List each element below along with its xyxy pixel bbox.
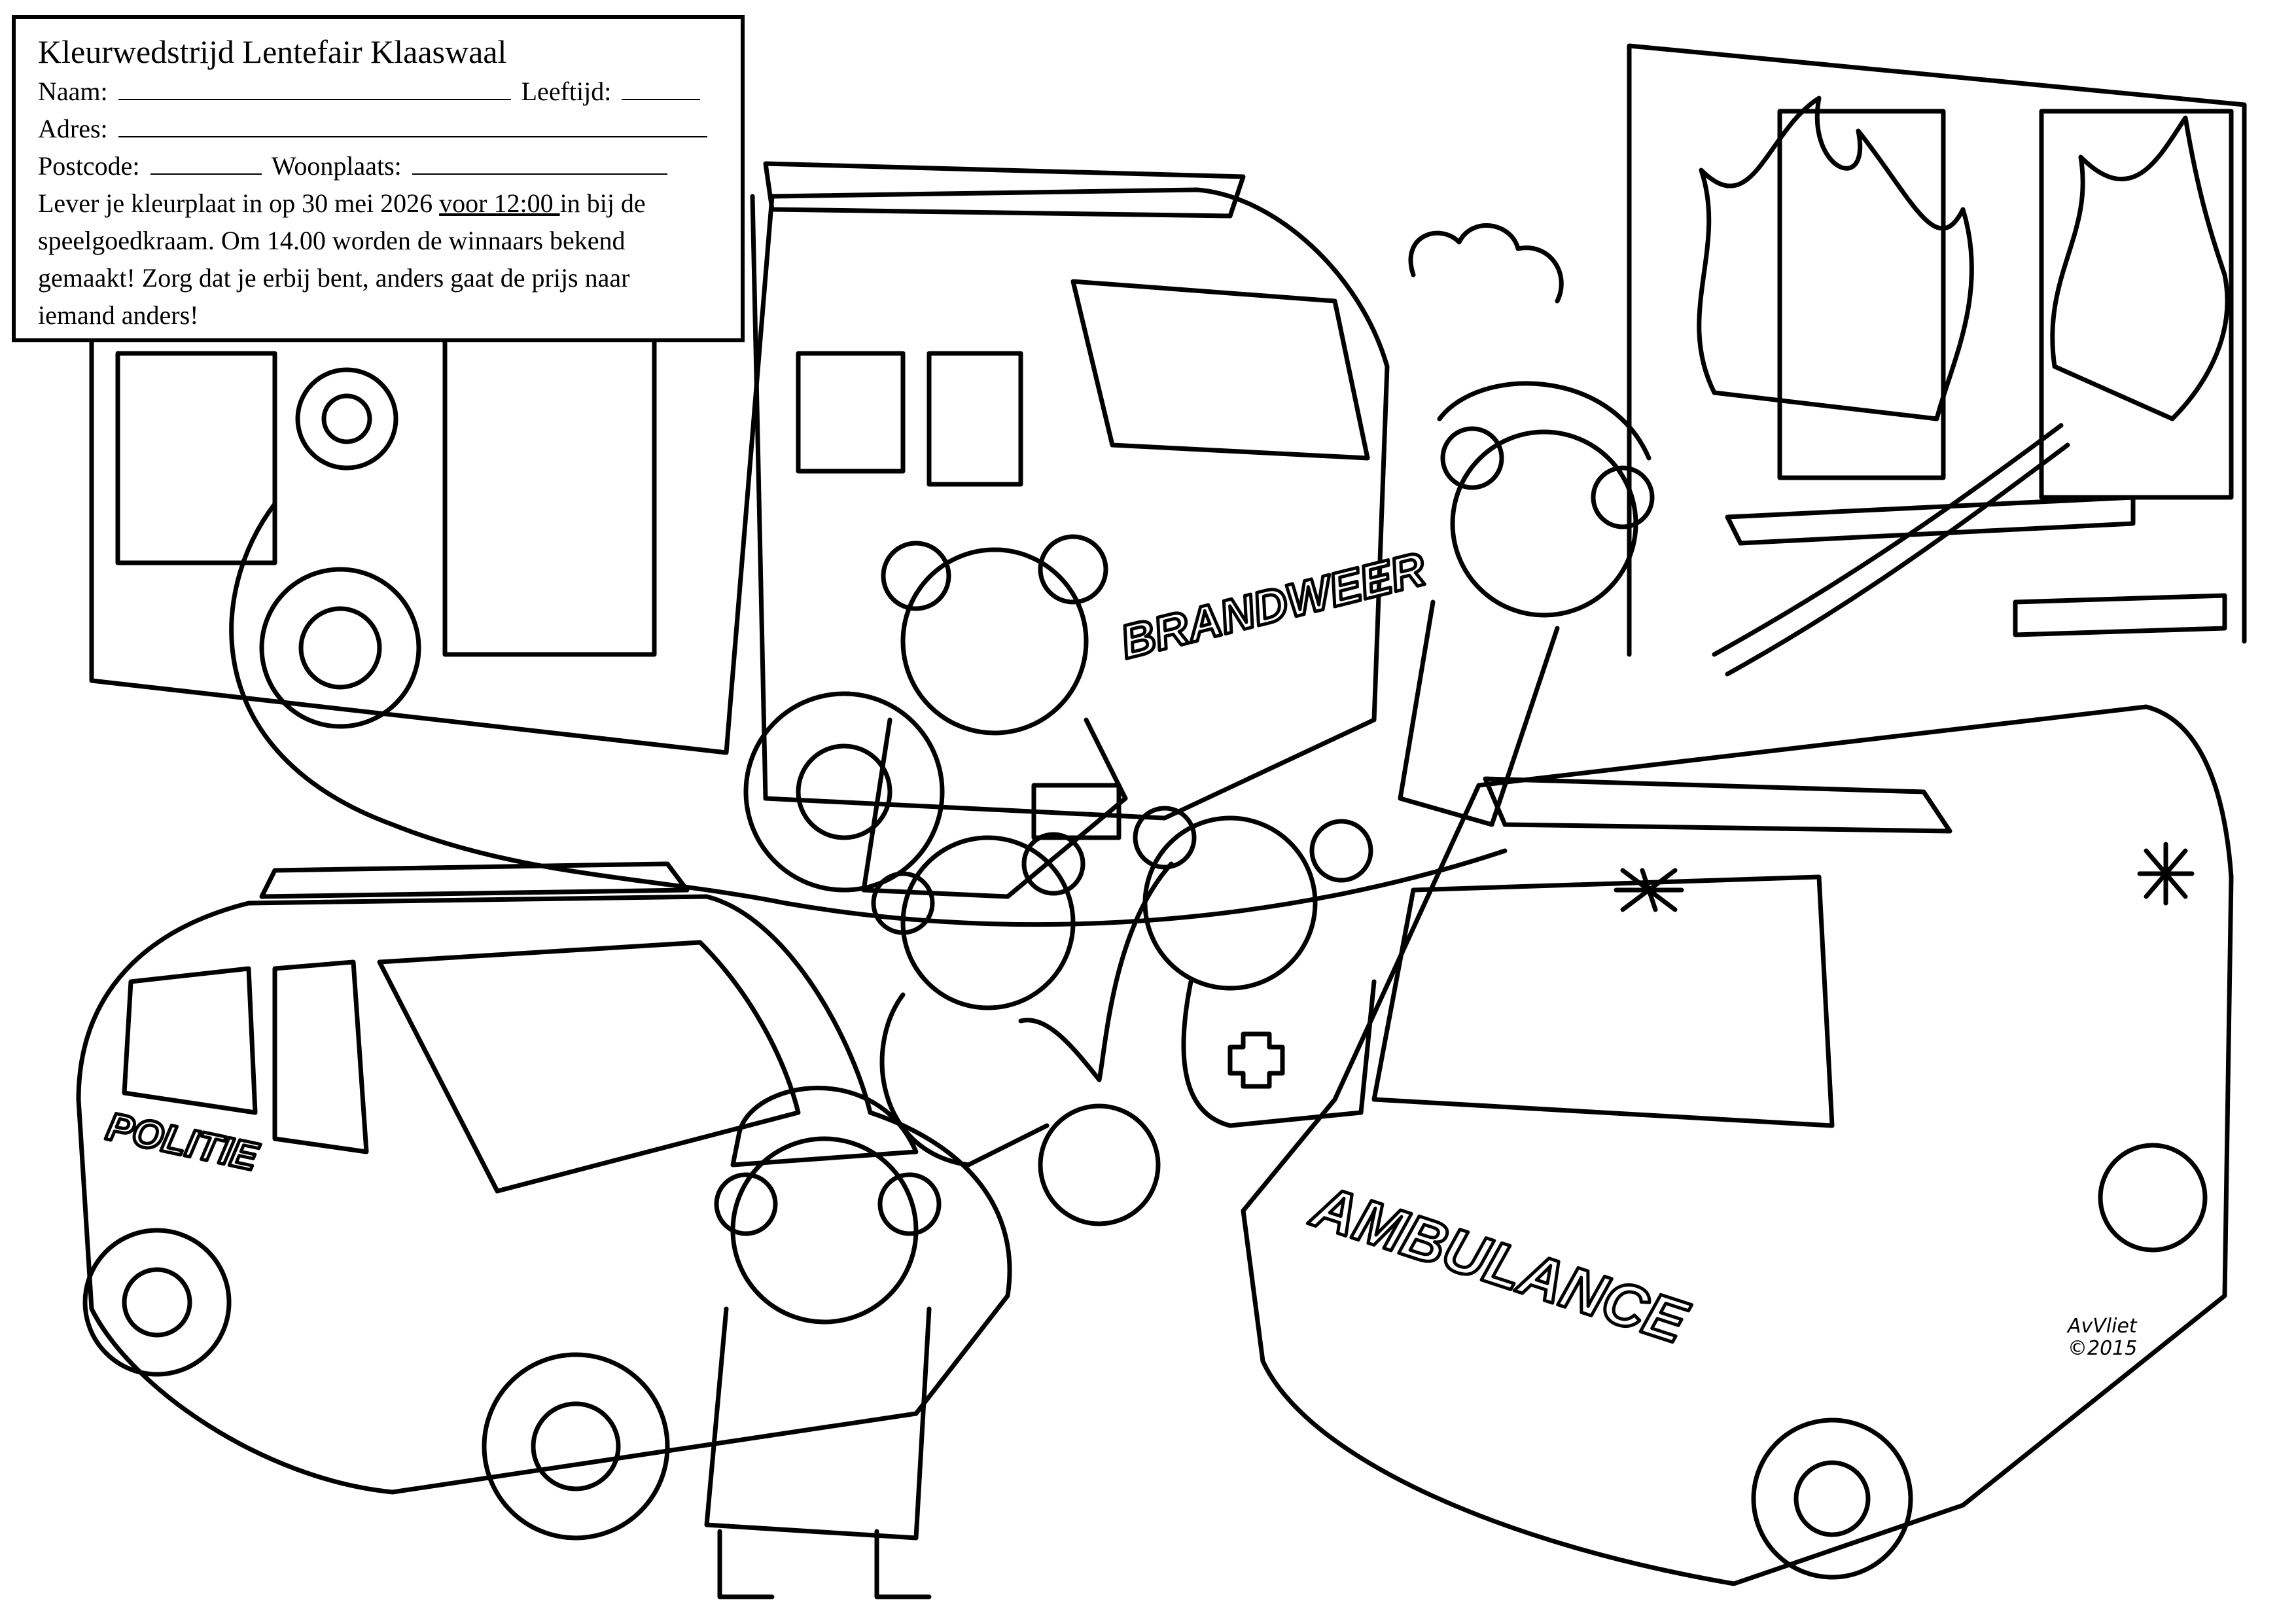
flame-icon bbox=[1697, 96, 1974, 421]
firefighter-bear bbox=[861, 534, 1128, 899]
injured-bear bbox=[871, 832, 1161, 1226]
instructions-line-2: speelgoedkraam. Om 14.00 worden de winna… bbox=[38, 226, 626, 255]
city-label: Woonplaats: bbox=[271, 151, 402, 181]
burning-building bbox=[1627, 43, 2247, 657]
police-car: POLITIE bbox=[76, 861, 1012, 1541]
fire-truck-label: BRANDWEER bbox=[1116, 543, 1430, 669]
star-of-life-icon bbox=[1614, 868, 1684, 912]
ambulance-label: AMBULANCE bbox=[1303, 1172, 1696, 1357]
star-of-life-icon bbox=[2137, 842, 2195, 906]
form-title: Kleurwedstrijd Lentefair Klaaswaal bbox=[38, 33, 507, 70]
postcode-field[interactable] bbox=[150, 154, 262, 175]
name-field[interactable] bbox=[118, 79, 511, 100]
address-field[interactable] bbox=[118, 116, 707, 137]
artist-signature: AvVliet ©2015 bbox=[2068, 1315, 2137, 1360]
instructions-text: in bij de bbox=[559, 188, 646, 218]
instructions-line-1: Lever je kleurplaat in op 30 mei 2026 vo… bbox=[38, 185, 718, 222]
fire-hose bbox=[229, 501, 1508, 927]
address-label: Adres: bbox=[38, 114, 108, 143]
police-label: POLITIE bbox=[103, 1104, 262, 1179]
signature-name: AvVliet bbox=[2068, 1315, 2137, 1338]
deadline-text: voor 12:00 bbox=[439, 188, 560, 218]
age-label: Leeftijd: bbox=[521, 77, 612, 106]
instructions-text: Lever je kleurplaat in op 30 mei 2026 bbox=[38, 188, 440, 218]
bush bbox=[1408, 223, 1564, 304]
water-hose bbox=[1712, 423, 2070, 677]
signature-copyright: ©2015 bbox=[2068, 1337, 2138, 1360]
age-field[interactable] bbox=[622, 79, 701, 100]
doctor-bear bbox=[1018, 806, 1377, 1128]
entry-form: Kleurwedstrijd Lentefair Klaaswaal Naam:… bbox=[12, 15, 745, 342]
instructions-line-4: iemand anders! bbox=[38, 300, 199, 330]
postcode-label: Postcode: bbox=[38, 151, 140, 181]
ambulance: AMBULANCE bbox=[1241, 704, 2234, 1586]
city-field[interactable] bbox=[412, 154, 667, 175]
instructions-line-3: gemaakt! Zorg dat je erbij bent, anders … bbox=[38, 263, 630, 293]
stethoscope bbox=[1018, 861, 1174, 1082]
police-bear bbox=[704, 1086, 942, 1599]
medical-cross-icon bbox=[1227, 1031, 1285, 1089]
flame-icon bbox=[2050, 115, 2230, 421]
name-label: Naam: bbox=[38, 77, 108, 106]
firefighter-bear-hose bbox=[1398, 381, 1655, 827]
